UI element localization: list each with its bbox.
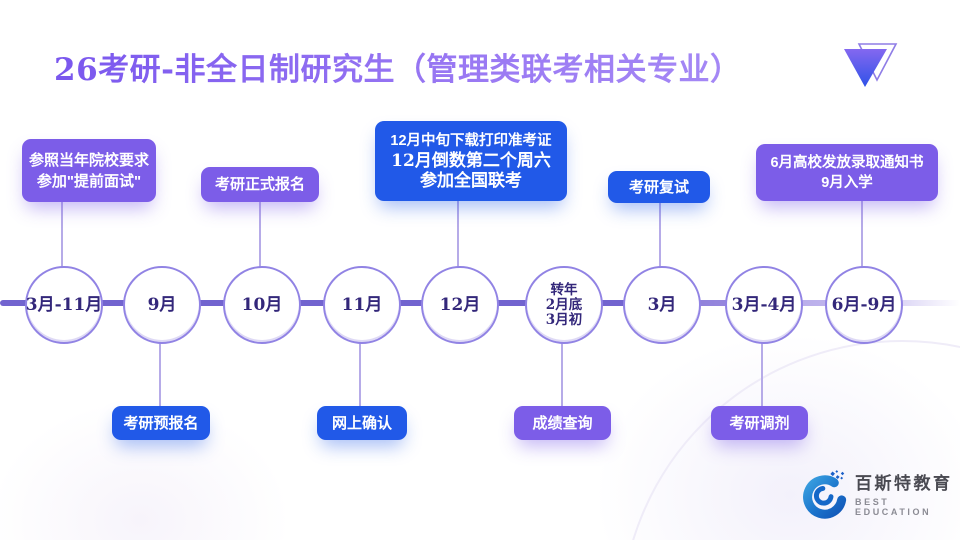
triangle-logo-icon xyxy=(844,43,898,87)
connector-line xyxy=(61,202,63,268)
node-label: 3月 xyxy=(647,294,677,315)
callout-adjustment: 考研调剂 xyxy=(711,406,808,440)
node-label: 转年 xyxy=(550,281,578,298)
timeline-node-转年2月底3月初: 转年 2月底 3月初 xyxy=(525,266,603,344)
callout-text: 考研正式报名 xyxy=(214,176,305,193)
timeline-node-3月-11月: 3月-11月 xyxy=(25,266,103,344)
callout-text: 6月高校发放录取通知书 xyxy=(770,154,924,171)
background-glow-bottom-left xyxy=(0,360,340,540)
callout-text: 考研调剂 xyxy=(729,414,790,432)
brand-logo: 百斯特教育 BEST EDUCATION xyxy=(800,466,960,524)
connector-line xyxy=(259,202,261,268)
callout-text: 参照当年院校要求 xyxy=(28,151,149,169)
node-label: 9月 xyxy=(147,294,177,315)
callout-text: 9月入学 xyxy=(821,174,873,191)
callout-retest: 考研复试 xyxy=(608,171,710,203)
node-label: 12月 xyxy=(439,294,481,315)
brand-subtitle: BEST EDUCATION xyxy=(855,496,932,517)
connector-line xyxy=(761,340,763,406)
callout-text: 考研预报名 xyxy=(123,414,199,432)
callout-text: 网上确认 xyxy=(331,414,392,432)
timeline-node-9月: 9月 xyxy=(123,266,201,344)
callout-text: 12月中旬下载打印准考证 xyxy=(390,133,552,149)
connector-line xyxy=(359,340,361,406)
timeline-node-12月: 12月 xyxy=(421,266,499,344)
connector-line xyxy=(159,340,161,406)
best-education-logo-icon xyxy=(803,470,847,519)
connector-line xyxy=(561,340,563,406)
callout-text: 12月倒数第二个周六 xyxy=(391,151,551,171)
callout-text: 考研复试 xyxy=(628,178,689,196)
timeline-node-3月-4月: 3月-4月 xyxy=(725,266,803,344)
callout-national-exam: 12月中旬下载打印准考证 12月倒数第二个周六 参加全国联考 xyxy=(375,121,567,201)
node-label: 11月 xyxy=(341,294,383,315)
brand-text: 百斯特教育 BEST EDUCATION xyxy=(855,474,960,517)
callout-admission: 6月高校发放录取通知书 9月入学 xyxy=(756,144,938,201)
node-label: 10月 xyxy=(241,294,283,315)
callout-online-confirm: 网上确认 xyxy=(317,406,407,440)
node-label: 3月初 xyxy=(545,311,583,328)
timeline-node-6月-9月: 6月-9月 xyxy=(825,266,903,344)
brand-name: 百斯特教育 xyxy=(855,473,953,493)
callout-early-interview: 参照当年院校要求 参加"提前面试" xyxy=(22,139,156,202)
node-label: 3月-4月 xyxy=(731,294,797,315)
callout-text: 成绩查询 xyxy=(532,414,593,432)
connector-line xyxy=(457,201,459,268)
timeline-node-11月: 11月 xyxy=(323,266,401,344)
connector-line xyxy=(659,203,661,268)
callout-pre-registration: 考研预报名 xyxy=(112,406,210,440)
timeline-node-3月: 3月 xyxy=(623,266,701,344)
callout-text: 参加"提前面试" xyxy=(36,172,142,190)
node-label: 6月-9月 xyxy=(831,294,897,315)
callout-text: 参加全国联考 xyxy=(420,171,522,191)
connector-line xyxy=(861,201,863,268)
timeline-node-10月: 10月 xyxy=(223,266,301,344)
node-label: 3月-11月 xyxy=(25,294,103,315)
page-title: 26考研-非全日制研究生（管理类联考相关专业） xyxy=(54,44,814,89)
node-label: 2月底 xyxy=(545,296,583,313)
callout-score-query: 成绩查询 xyxy=(514,406,611,440)
callout-official-registration: 考研正式报名 xyxy=(201,167,319,202)
